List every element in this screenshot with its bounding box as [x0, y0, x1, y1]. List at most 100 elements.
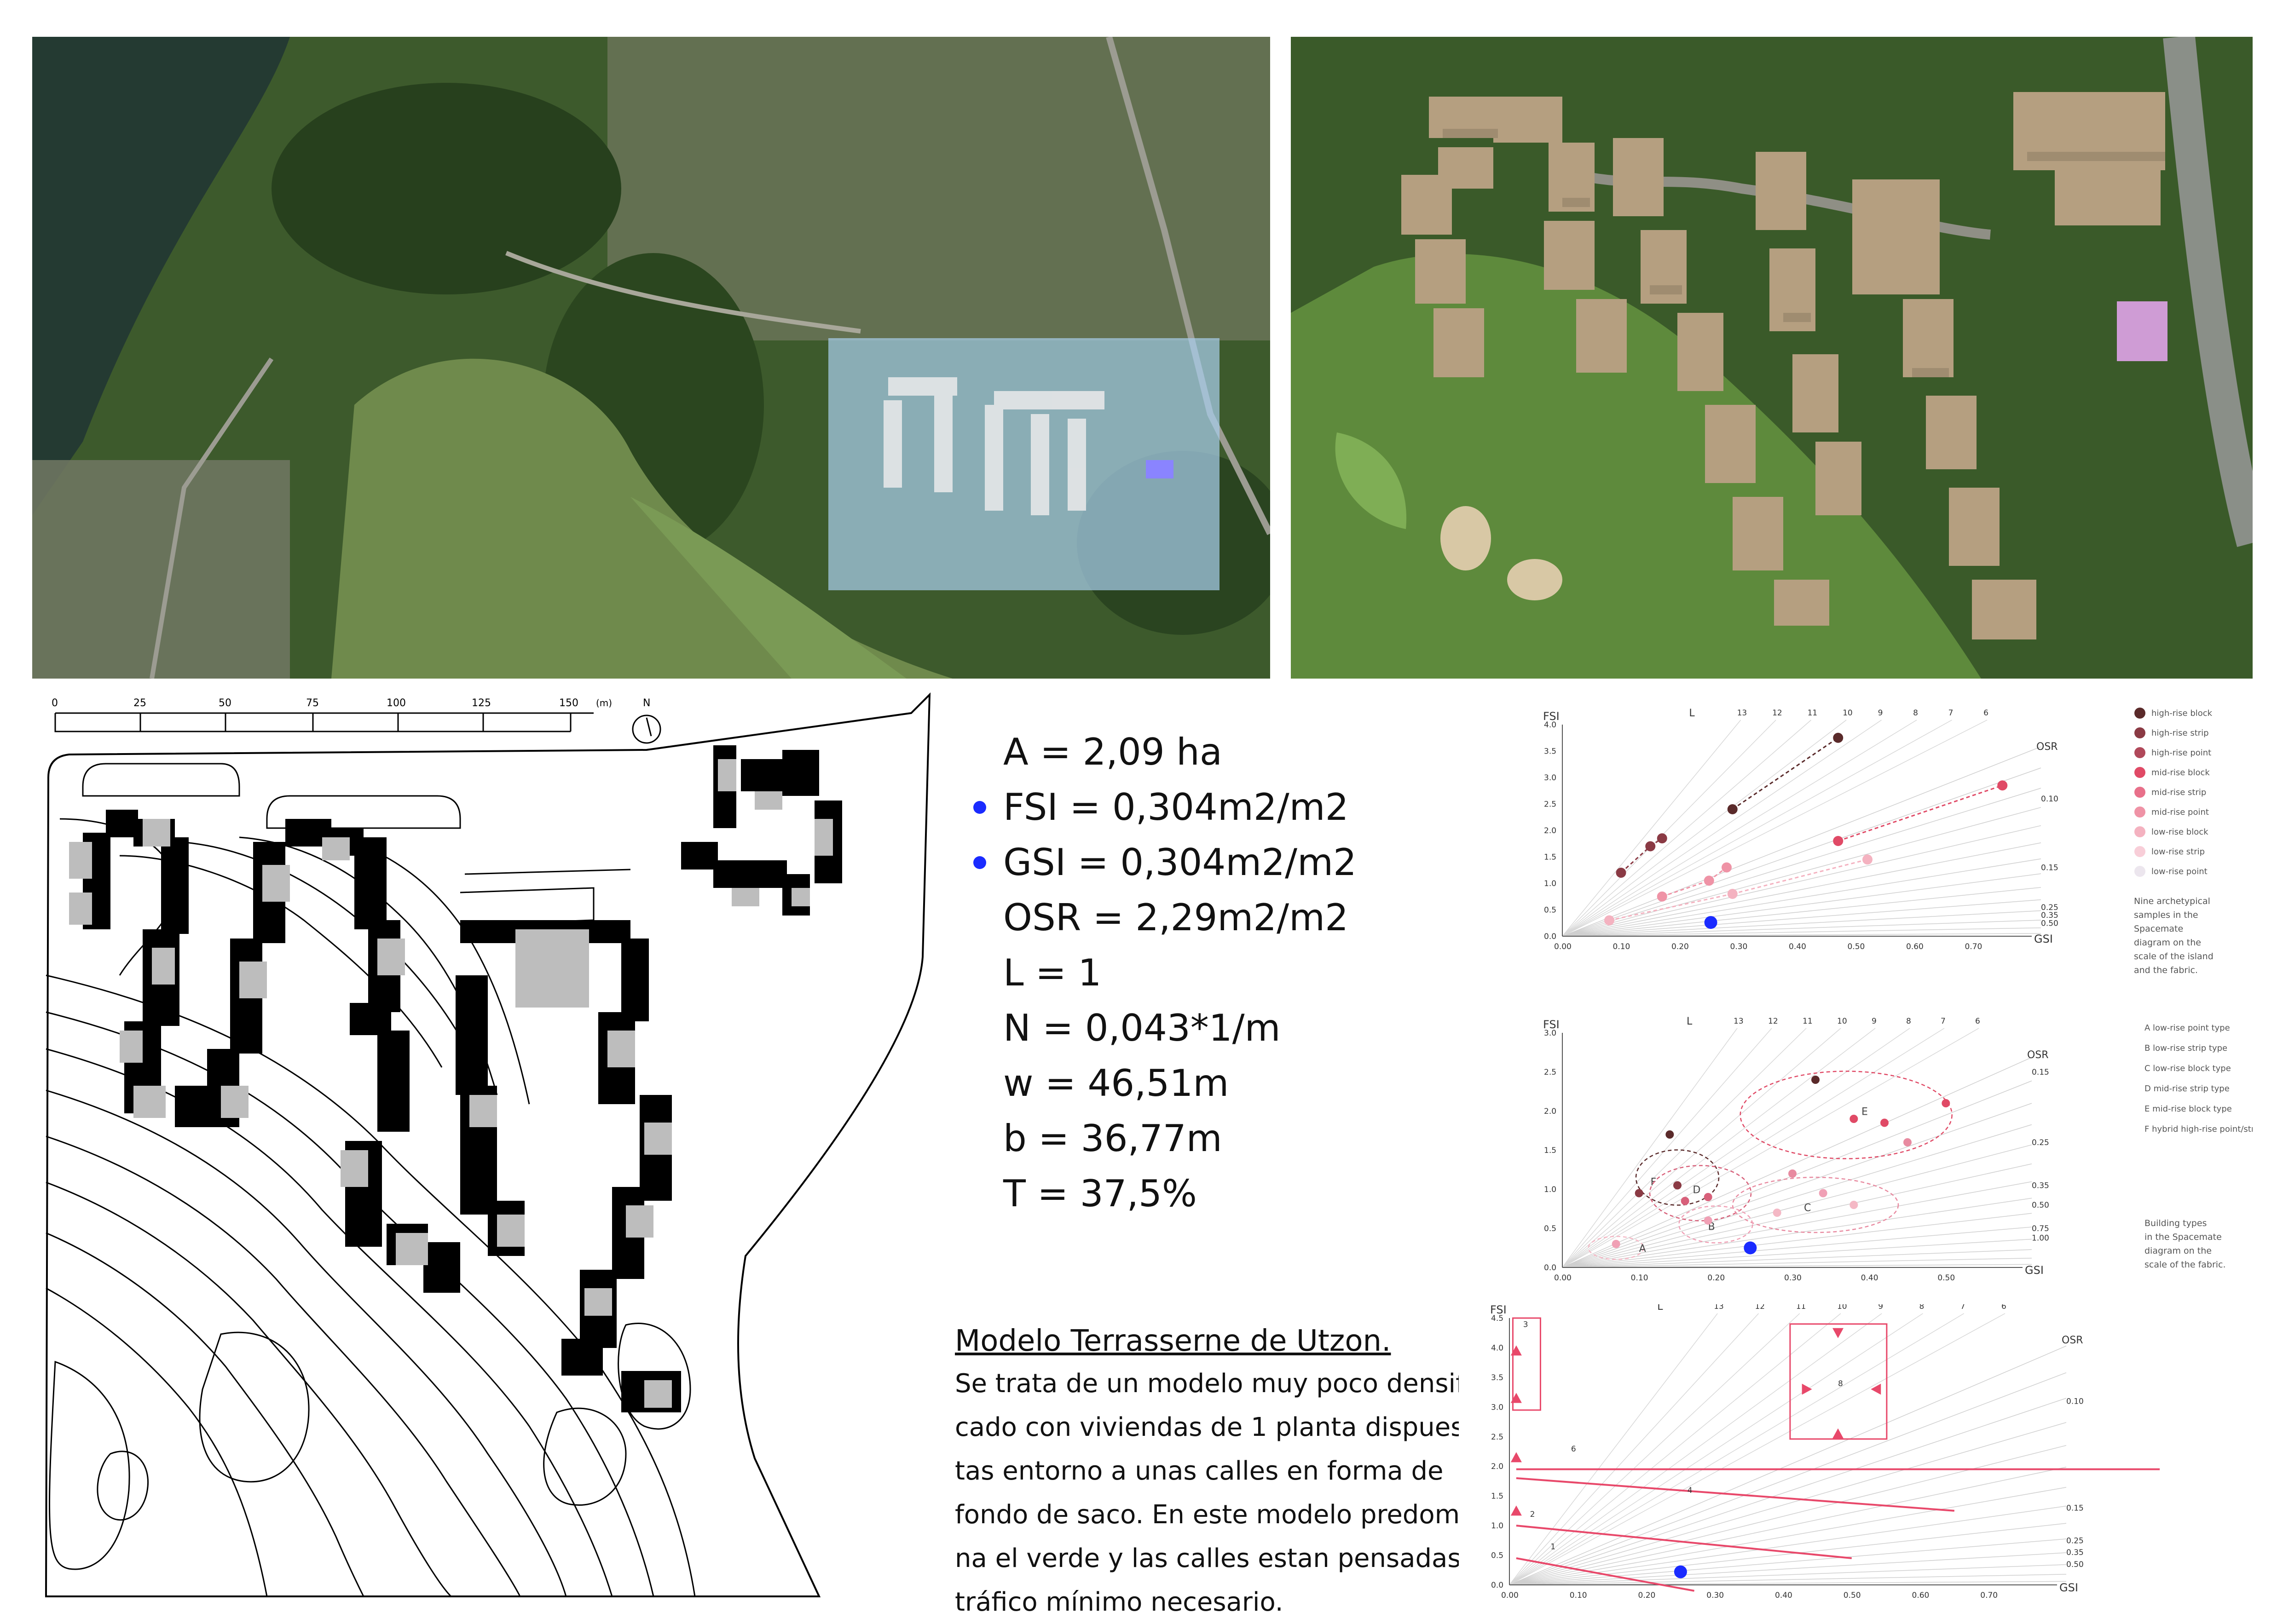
legend-label: high-rise strip [2151, 728, 2209, 738]
osr-value-label: 0.10 [2041, 795, 2058, 804]
metric-text: A = 2,09 ha [1003, 731, 1222, 773]
osr-value-label: 1.00 [2032, 1233, 2049, 1243]
osr-line [1562, 1264, 2032, 1268]
legend-label: mid-rise strip [2151, 788, 2206, 797]
legend-label: F hybrid high-rise point/strip type [2144, 1124, 2253, 1134]
y-tick-label: 2.5 [1544, 1068, 1556, 1077]
description-line: tas entorno a unas calles en forma de [955, 1456, 1444, 1486]
data-point [1819, 1189, 1827, 1198]
osr-line [1562, 1227, 2032, 1268]
data-point [1673, 1181, 1682, 1190]
metric-b: b = 36,77m [1003, 1111, 1463, 1166]
osr-line [1562, 1144, 2032, 1268]
y-tick-label: 3.5 [1544, 747, 1556, 756]
osr-value-label: 0.35 [2066, 1548, 2084, 1557]
l-value-label: 7 [1948, 708, 1954, 718]
y-axis-label: FSI [1543, 1018, 1560, 1031]
series-link [1732, 737, 1839, 810]
metric-text: w = 46,51m [1003, 1062, 1229, 1105]
x-tick-label: 0.00 [1501, 1591, 1519, 1600]
l-line [1562, 720, 1917, 937]
l-line [1562, 720, 1776, 937]
x-tick-label: 0.00 [1554, 1273, 1572, 1283]
legend-label: low-rise strip [2151, 847, 2205, 857]
y-tick-label: 0.5 [1544, 906, 1556, 915]
l-value-label: 12 [1768, 1017, 1778, 1026]
legend-marker [2134, 866, 2145, 877]
x-tick-label: 0.40 [1775, 1591, 1792, 1600]
l-axis-label: L [1689, 708, 1695, 719]
osr-line [1562, 825, 2041, 937]
data-point [1665, 1130, 1674, 1139]
type-cluster-outline [1635, 1149, 1720, 1206]
osr-value-label: 0.50 [2066, 1560, 2084, 1569]
osr-line [1562, 842, 2041, 937]
y-tick-label: 1.5 [1491, 1492, 1503, 1501]
osr-line [1562, 807, 2041, 937]
aerial-photo-detail [1291, 37, 2253, 679]
osr-line [1562, 887, 2041, 937]
type-cluster-outline [1740, 1071, 1953, 1159]
osr-value-label: 0.25 [2041, 903, 2058, 912]
x-axis-label: GSI [2025, 1264, 2044, 1277]
scale-tick: 75 [306, 697, 319, 709]
description-line: Se trata de un modelo muy poco densifi- [955, 1369, 1481, 1399]
legend-marker [2134, 826, 2145, 837]
constraint-box [1512, 1317, 1541, 1411]
data-point [1880, 1118, 1889, 1127]
metric-fsi: FSI = 0,304m2/m2 [973, 780, 1463, 835]
l-line [1562, 1028, 1807, 1268]
legend-label: high-rise block [2151, 708, 2213, 718]
osr-value-label: 0.15 [2032, 1068, 2049, 1077]
osr-value-label: 0.15 [2041, 864, 2058, 873]
data-point [1850, 1201, 1858, 1209]
osr-line [1509, 1564, 2067, 1585]
layer-label: 1 [1550, 1543, 1555, 1552]
l-line [1562, 720, 1988, 937]
y-tick-label: 1.5 [1544, 853, 1556, 862]
data-point [1645, 841, 1656, 852]
metrics-list: A = 2,09 ha FSI = 0,304m2/m2 GSI = 0,304… [973, 725, 1463, 1221]
osr-line [1562, 899, 2041, 937]
y-tick-label: 1.0 [1491, 1521, 1503, 1531]
chart-note-line: scale of the island [2134, 951, 2214, 962]
osr-line [1509, 1574, 2067, 1585]
osr-line [1509, 1538, 2067, 1585]
l-line [1562, 720, 1812, 937]
metric-text: GSI = 0,304m2/m2 [1003, 841, 1357, 884]
legend-marker [2134, 727, 2145, 738]
osr-line [1562, 933, 2041, 937]
x-tick-label: 0.30 [1730, 942, 1748, 951]
arrow-icon [1832, 1328, 1844, 1338]
l-value-label: 8 [1913, 708, 1918, 718]
legend-label: high-rise point [2151, 748, 2211, 758]
l-line [1562, 1028, 1738, 1268]
osr-line [1509, 1398, 2067, 1585]
scale-tick: 125 [472, 697, 491, 709]
description-line: fondo de saco. En este modelo predomi- [955, 1500, 1476, 1530]
metric-text: FSI = 0,304m2/m2 [1003, 786, 1349, 829]
metric-n: N = 0,043*1/m [1003, 1001, 1463, 1056]
l-value-label: 11 [1803, 1017, 1813, 1026]
bullet-dot-icon [973, 801, 986, 814]
l-value-label: 6 [1975, 1017, 1980, 1026]
data-point [1833, 836, 1844, 846]
osr-line [1509, 1581, 2067, 1585]
series-link [1609, 893, 1733, 921]
layer-label: 6 [1571, 1445, 1576, 1454]
l-value-label: 10 [1837, 1304, 1847, 1311]
osr-line [1509, 1445, 2067, 1585]
data-point [1862, 854, 1873, 865]
osr-line [1562, 1198, 2032, 1268]
l-line [1509, 1313, 1759, 1585]
description-line: tráfico mínimo necesario. [955, 1587, 1283, 1617]
description-block: Modelo Terrasserne de Utzon. Se trata de… [955, 1320, 1498, 1624]
l-value-label: 10 [1837, 1017, 1847, 1026]
osr-value-label: 0.75 [2032, 1224, 2049, 1233]
osr-line [1562, 858, 2041, 937]
l-line [1562, 1028, 1772, 1268]
data-point [1704, 1193, 1712, 1201]
y-tick-label: 2.5 [1544, 800, 1556, 809]
